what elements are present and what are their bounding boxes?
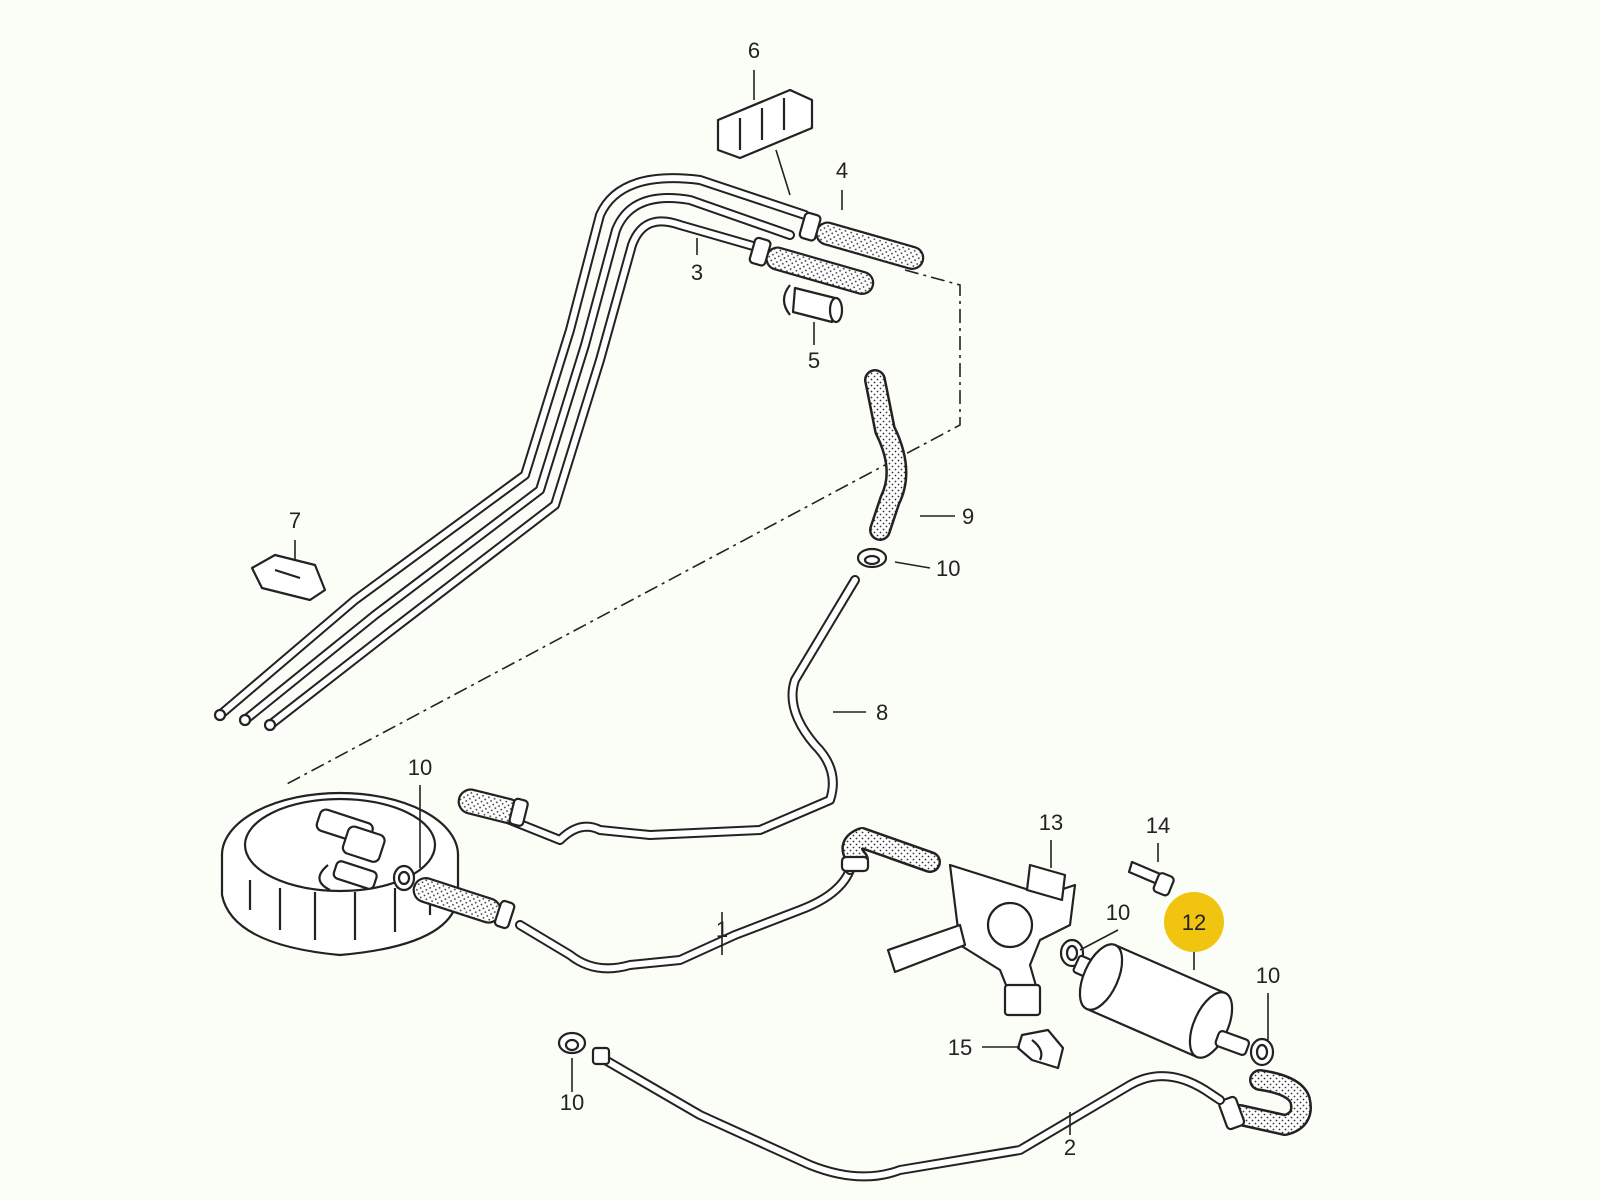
assembly-outline — [284, 269, 961, 786]
callout-10-filter-inlet: 10 — [1106, 900, 1130, 925]
callout-3: 3 — [691, 260, 703, 285]
hose-filter-outlet — [1218, 1069, 1312, 1136]
clip-part-7 — [250, 553, 327, 602]
callout-8: 8 — [876, 700, 888, 725]
fuel-line-part-2 — [591, 1046, 1225, 1182]
callout-2: 2 — [1064, 1135, 1076, 1160]
connector-part-5 — [782, 284, 844, 324]
callout-10-upper: 10 — [936, 556, 960, 581]
callout-12: 12 — [1182, 910, 1206, 935]
clamp-part-10-tank — [392, 864, 416, 892]
fuel-filter-part-12 — [1072, 943, 1251, 1059]
hose-part-4 — [748, 211, 925, 295]
clip-part-15 — [1016, 1028, 1065, 1070]
callout-5: 5 — [808, 348, 820, 373]
bolt-part-14 — [1127, 860, 1175, 897]
clip-part-6 — [716, 88, 814, 160]
callout-10-tank: 10 — [408, 755, 432, 780]
highlight-marker — [1164, 892, 1224, 952]
hose-filter-inlet — [840, 827, 941, 873]
fuel-line-part-1 — [412, 845, 860, 974]
hose-part-9 — [864, 369, 908, 541]
leader-lines — [294, 70, 1269, 1135]
callout-4: 4 — [836, 158, 848, 183]
tank-flange — [220, 791, 460, 957]
callout-labels: 1 2 3 4 5 6 7 8 9 10 10 10 10 10 12 13 1… — [289, 38, 1280, 1160]
bracket-part-13 — [886, 863, 1077, 1017]
fuel-line-part-8 — [465, 575, 860, 845]
callout-10-return: 10 — [560, 1090, 584, 1115]
hose-return — [457, 788, 529, 827]
callout-14: 14 — [1146, 813, 1170, 838]
callout-1: 1 — [716, 917, 728, 942]
fuel-line-bundle — [213, 173, 810, 732]
callout-6: 6 — [748, 38, 760, 63]
clamp-part-10-filter-outlet — [1249, 1037, 1275, 1067]
callout-7: 7 — [289, 508, 301, 533]
clamp-part-10-return — [557, 1031, 587, 1055]
clamp-part-10-upper — [856, 547, 888, 569]
callout-15: 15 — [948, 1035, 972, 1060]
callout-13: 13 — [1039, 810, 1063, 835]
callout-9: 9 — [962, 504, 974, 529]
callout-10-filter-outlet: 10 — [1256, 963, 1280, 988]
